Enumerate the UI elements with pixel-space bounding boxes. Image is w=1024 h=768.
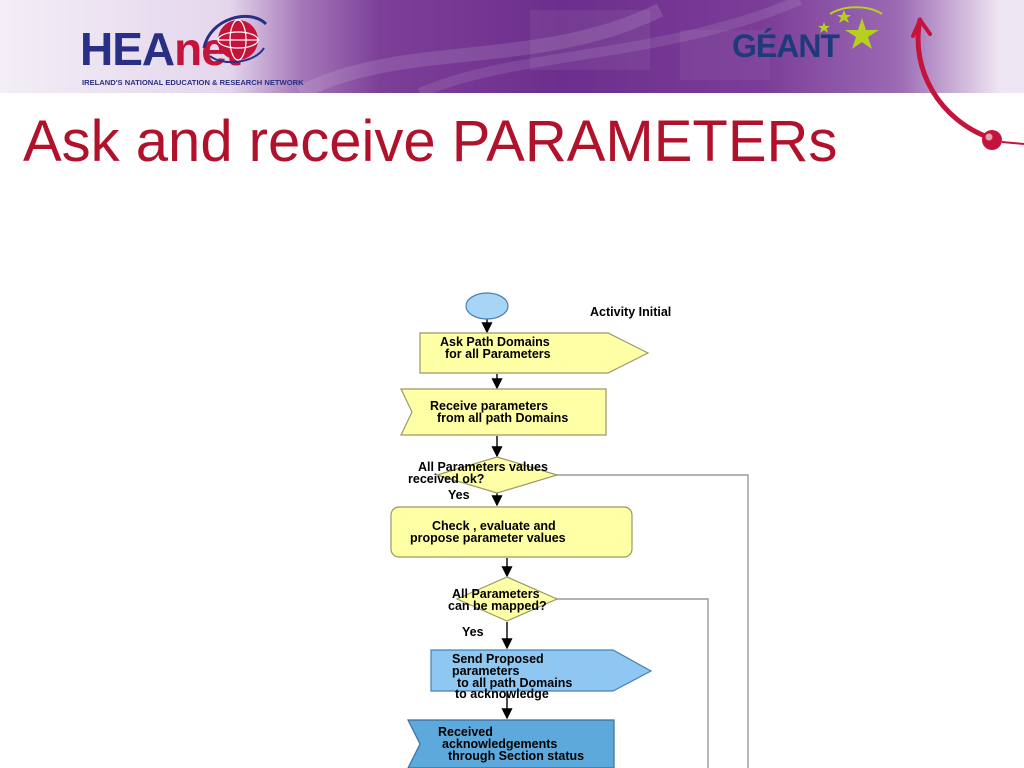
flow-send-ask-parameters-line1: Ask Path Domains [440, 335, 550, 349]
flow-decision-can-be-mapped-line2: can be mapped? [448, 599, 547, 613]
slide-title: Ask and receive PARAMETERs [23, 109, 838, 174]
geant-stars-icon [818, 6, 883, 49]
flow-send-ask-parameters [419, 332, 650, 374]
flow-receive-acknowledgements-line1: Received [438, 725, 493, 739]
heanet-globe-icon [202, 14, 268, 64]
flow-decision-can-be-mapped-line1: All Parameters [452, 587, 540, 601]
flow-process-check-evaluate-line1: Check , evaluate and [432, 519, 556, 533]
flow-decision-can-be-mapped [455, 576, 559, 622]
flow-send-proposed-parameters-line3: to all path Domains [457, 676, 572, 690]
flow-send-proposed-parameters-line4: to acknowledge [455, 687, 549, 701]
heanet-logo-word-main: HEA [80, 23, 175, 75]
flow-receive-parameters [400, 388, 607, 436]
red-swoosh-decoration [911, 17, 1024, 150]
flow-process-check-evaluate [390, 506, 633, 558]
flow-receive-parameters-line2: from all path Domains [437, 411, 568, 425]
flow-decision-values-received-line1: All Parameters values [418, 460, 548, 474]
feedback-line-decision2 [556, 598, 709, 768]
flow-decision-values-received-yes: Yes [448, 488, 470, 502]
header-banner: HEAnet IRELAND'S NATIONAL EDUCATION & RE… [0, 0, 1024, 93]
geant-logo-word: GÉANT [732, 28, 840, 64]
flow-process-check-evaluate-line2: propose parameter values [410, 531, 566, 545]
flow-send-proposed-parameters-line1: Send Proposed [452, 652, 544, 666]
flow-send-ask-parameters-line2: for all Parameters [445, 347, 551, 361]
flow-decision-values-received-line2: received ok? [408, 472, 484, 486]
flow-send-proposed-parameters-line2: parameters [452, 664, 519, 678]
flow-decision-can-be-mapped-yes: Yes [462, 625, 484, 639]
heanet-logo-tagline: IRELAND'S NATIONAL EDUCATION & RESEARCH … [82, 78, 304, 87]
flow-send-proposed-parameters [430, 649, 653, 692]
flow-receive-acknowledgements-line2: acknowledgements [442, 737, 557, 751]
flow-receive-acknowledgements-line3: through Section status [448, 749, 584, 763]
flow-start-node [465, 292, 509, 320]
feedback-line-decision1 [554, 474, 749, 768]
flow-start-label: Activity Initial [590, 305, 671, 319]
flow-receive-acknowledgements [407, 719, 615, 768]
feedback-lines [554, 474, 749, 768]
connectors [481, 318, 513, 720]
flow-receive-parameters-line1: Receive parameters [430, 399, 548, 413]
banner-decoration [296, 0, 802, 93]
flow-decision-values-received [434, 456, 560, 494]
